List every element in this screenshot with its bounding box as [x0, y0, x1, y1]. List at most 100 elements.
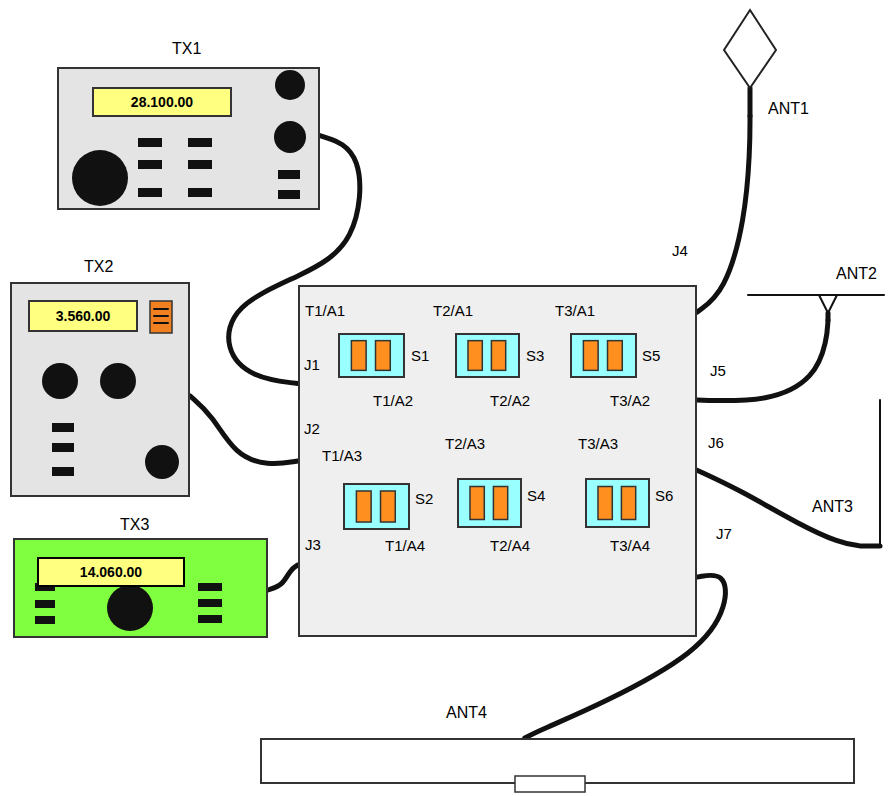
antenna-element: [860, 544, 880, 549]
knob: [42, 363, 78, 399]
antenna-element: [748, 294, 884, 296]
antenna-label: ANT4: [446, 704, 487, 722]
switch-lever: [455, 333, 520, 378]
switch-label: S2: [415, 490, 433, 507]
button: [278, 190, 300, 199]
frequency-display: 3.560.00: [28, 300, 138, 332]
antenna-label: ANT3: [812, 498, 853, 516]
switch-lever: [343, 483, 410, 530]
device-label: TX3: [120, 516, 149, 534]
device-detail: [748, 290, 884, 320]
transceiver: TX314.060.00: [13, 538, 268, 638]
frequency-display: 28.100.00: [92, 87, 232, 117]
device-detail: [260, 738, 855, 784]
coax-cable: [697, 470, 858, 545]
switch-label: S4: [527, 487, 545, 504]
antenna-element: [828, 295, 837, 313]
dipole-antenna: ANT2: [748, 290, 884, 320]
antenna-label: ANT2: [836, 265, 877, 283]
device-detail: [13, 538, 268, 638]
antenna-switch: T1/A1S1T1/A2: [338, 333, 405, 378]
port-label: T1/A3: [322, 447, 362, 464]
knob: [72, 150, 128, 206]
panel-part: [381, 491, 396, 522]
panel-part: [470, 487, 484, 520]
panel-part: [150, 301, 172, 333]
antenna-element: [154, 315, 168, 317]
jack-label: J1: [304, 356, 320, 373]
panel-part: [583, 341, 598, 371]
antenna-switch: T2/A3S4T2/A4: [457, 478, 522, 528]
knob: [274, 121, 306, 153]
button: [138, 138, 162, 147]
port-label: T1/A2: [373, 392, 413, 409]
port-label: T1/A1: [305, 302, 345, 319]
switch-lever: [570, 333, 637, 378]
port-label: T3/A2: [610, 392, 650, 409]
port-label: T2/A1: [433, 302, 473, 319]
jack-label: J5: [710, 362, 726, 379]
quad-loop: [724, 10, 776, 88]
panel-part: [621, 487, 635, 520]
knob: [100, 363, 136, 399]
frequency-readout: 14.060.00: [80, 564, 142, 580]
knob: [145, 445, 179, 479]
panel-part: [351, 341, 366, 371]
port-label: T2/A3: [445, 435, 485, 452]
button: [52, 443, 74, 452]
panel-part: [493, 487, 507, 520]
button: [52, 423, 74, 432]
device-detail: [722, 8, 778, 116]
jack-label: J3: [305, 536, 321, 553]
jack-label: J2: [304, 420, 320, 437]
panel-part: [491, 341, 505, 371]
antenna-switch: T3/A1S5T3/A2: [570, 333, 637, 378]
antenna-element: [819, 295, 828, 313]
transceiver: TX23.560.00: [10, 282, 190, 497]
button: [138, 188, 162, 197]
transceiver: TX128.100.00: [57, 67, 320, 210]
button: [198, 583, 222, 591]
button: [52, 467, 74, 476]
switch-lever: [338, 333, 405, 378]
longwire-antenna: ANT4: [260, 738, 855, 784]
button: [278, 170, 300, 179]
button: [198, 599, 222, 607]
switch-label: S1: [411, 347, 429, 364]
button: [188, 188, 212, 197]
port-label: T3/A1: [555, 302, 595, 319]
device-label: TX1: [172, 40, 201, 58]
antenna-switch: T2/A1S3T2/A2: [455, 333, 520, 378]
panel-part: [598, 487, 612, 520]
frequency-display: 14.060.00: [37, 557, 185, 587]
coax-cable: [697, 116, 750, 312]
jack-label: J7: [716, 525, 732, 542]
frequency-readout: 28.100.00: [131, 94, 193, 110]
switch-label: S3: [526, 347, 544, 364]
knob: [107, 585, 153, 631]
vertical-antenna: ANT3: [858, 398, 884, 550]
button: [188, 138, 212, 147]
panel-part: [468, 341, 482, 371]
device-detail: [858, 398, 884, 550]
port-label: T3/A4: [610, 537, 650, 554]
frequency-readout: 3.560.00: [56, 308, 111, 324]
antenna-switch: T3/A3S6T3/A4: [585, 478, 650, 528]
switch-label: S5: [642, 347, 660, 364]
switch-lever: [457, 478, 522, 528]
port-label: T1/A4: [385, 537, 425, 554]
antenna-element: [154, 308, 168, 310]
button: [188, 160, 212, 169]
coax-cable: [697, 320, 828, 401]
knob: [275, 70, 305, 100]
jack-label: J6: [708, 434, 724, 451]
antenna-switch: T1/A3S2T1/A4: [343, 483, 410, 530]
panel-part: [515, 776, 585, 792]
panel-part: [608, 341, 623, 371]
device-label: TX2: [84, 258, 113, 276]
antenna-element: [826, 313, 831, 320]
panel-part: [356, 491, 371, 522]
port-label: T3/A3: [578, 435, 618, 452]
button: [138, 160, 162, 169]
switch-lever: [585, 478, 650, 528]
